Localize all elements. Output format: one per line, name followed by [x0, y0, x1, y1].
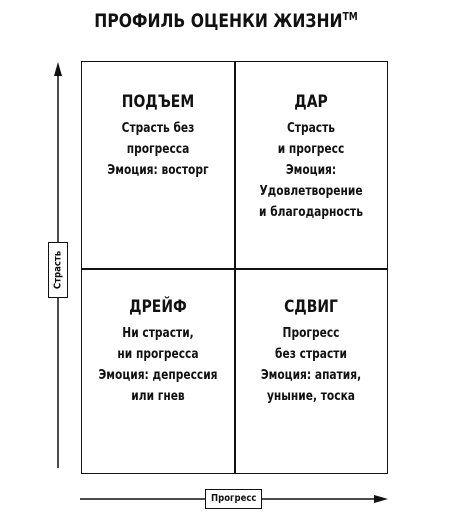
quadrant-title: СДВИГ: [284, 297, 338, 317]
grid-horizontal-divider: [82, 268, 387, 270]
quadrant-text-line: Удовлетворение: [259, 184, 363, 199]
quadrant-title: ДАР: [294, 92, 328, 112]
x-axis-arrowhead: [374, 495, 388, 503]
y-axis-arrowhead: [54, 62, 62, 76]
trademark-mark: TM: [342, 10, 358, 23]
quadrant-text-line: уныние, тоска: [266, 389, 356, 404]
quadrant-title: ПОДЪЕМ: [121, 92, 195, 112]
quadrant-text-line: Эмоция: восторг: [107, 163, 209, 178]
quadrant-bottom-right: СДВИГ Прогресс без страсти Эмоция: апати…: [235, 297, 387, 407]
quadrant-text-line: Страсть: [286, 121, 336, 136]
y-axis-label: Страсть: [48, 242, 68, 298]
quadrant-text-line: ни прогресса: [117, 347, 199, 362]
quadrant-text-line: без страсти: [275, 347, 347, 362]
x-axis-label: Прогресс: [205, 489, 262, 509]
title-text: ПРОФИЛЬ ОЦЕНКИ ЖИЗНИ: [94, 10, 343, 32]
quadrant-text-line: Эмоция: апатия,: [260, 368, 362, 383]
quadrant-top-right: ДАР Страсть и прогресс Эмоция: Удовлетво…: [235, 92, 387, 223]
quadrant-text-line: Ни страсти,: [122, 326, 194, 341]
grid-vertical-divider: [234, 62, 236, 473]
quadrant-text-line: Эмоция:: [285, 163, 337, 178]
quadrant-grid: ПОДЪЕМ Страсть без прогресса Эмоция: вос…: [81, 61, 388, 474]
quadrant-top-left: ПОДЪЕМ Страсть без прогресса Эмоция: вос…: [82, 92, 234, 181]
quadrant-text-line: и прогресс: [277, 142, 345, 157]
quadrant-text-line: Эмоция: депрессия: [98, 368, 218, 383]
quadrant-text-line: Страсть без: [121, 121, 195, 136]
quadrant-text-line: или гнев: [131, 389, 185, 404]
quadrant-bottom-left: ДРЕЙФ Ни страсти, ни прогресса Эмоция: д…: [82, 297, 234, 407]
quadrant-text-line: и благодарность: [259, 205, 363, 220]
quadrant-text-line: Прогресс: [282, 326, 340, 341]
quadrant-title: ДРЕЙФ: [129, 297, 187, 317]
quadrant-text-line: прогресса: [126, 142, 190, 157]
diagram-title: ПРОФИЛЬ ОЦЕНКИ ЖИЗНИTM: [41, 10, 412, 32]
